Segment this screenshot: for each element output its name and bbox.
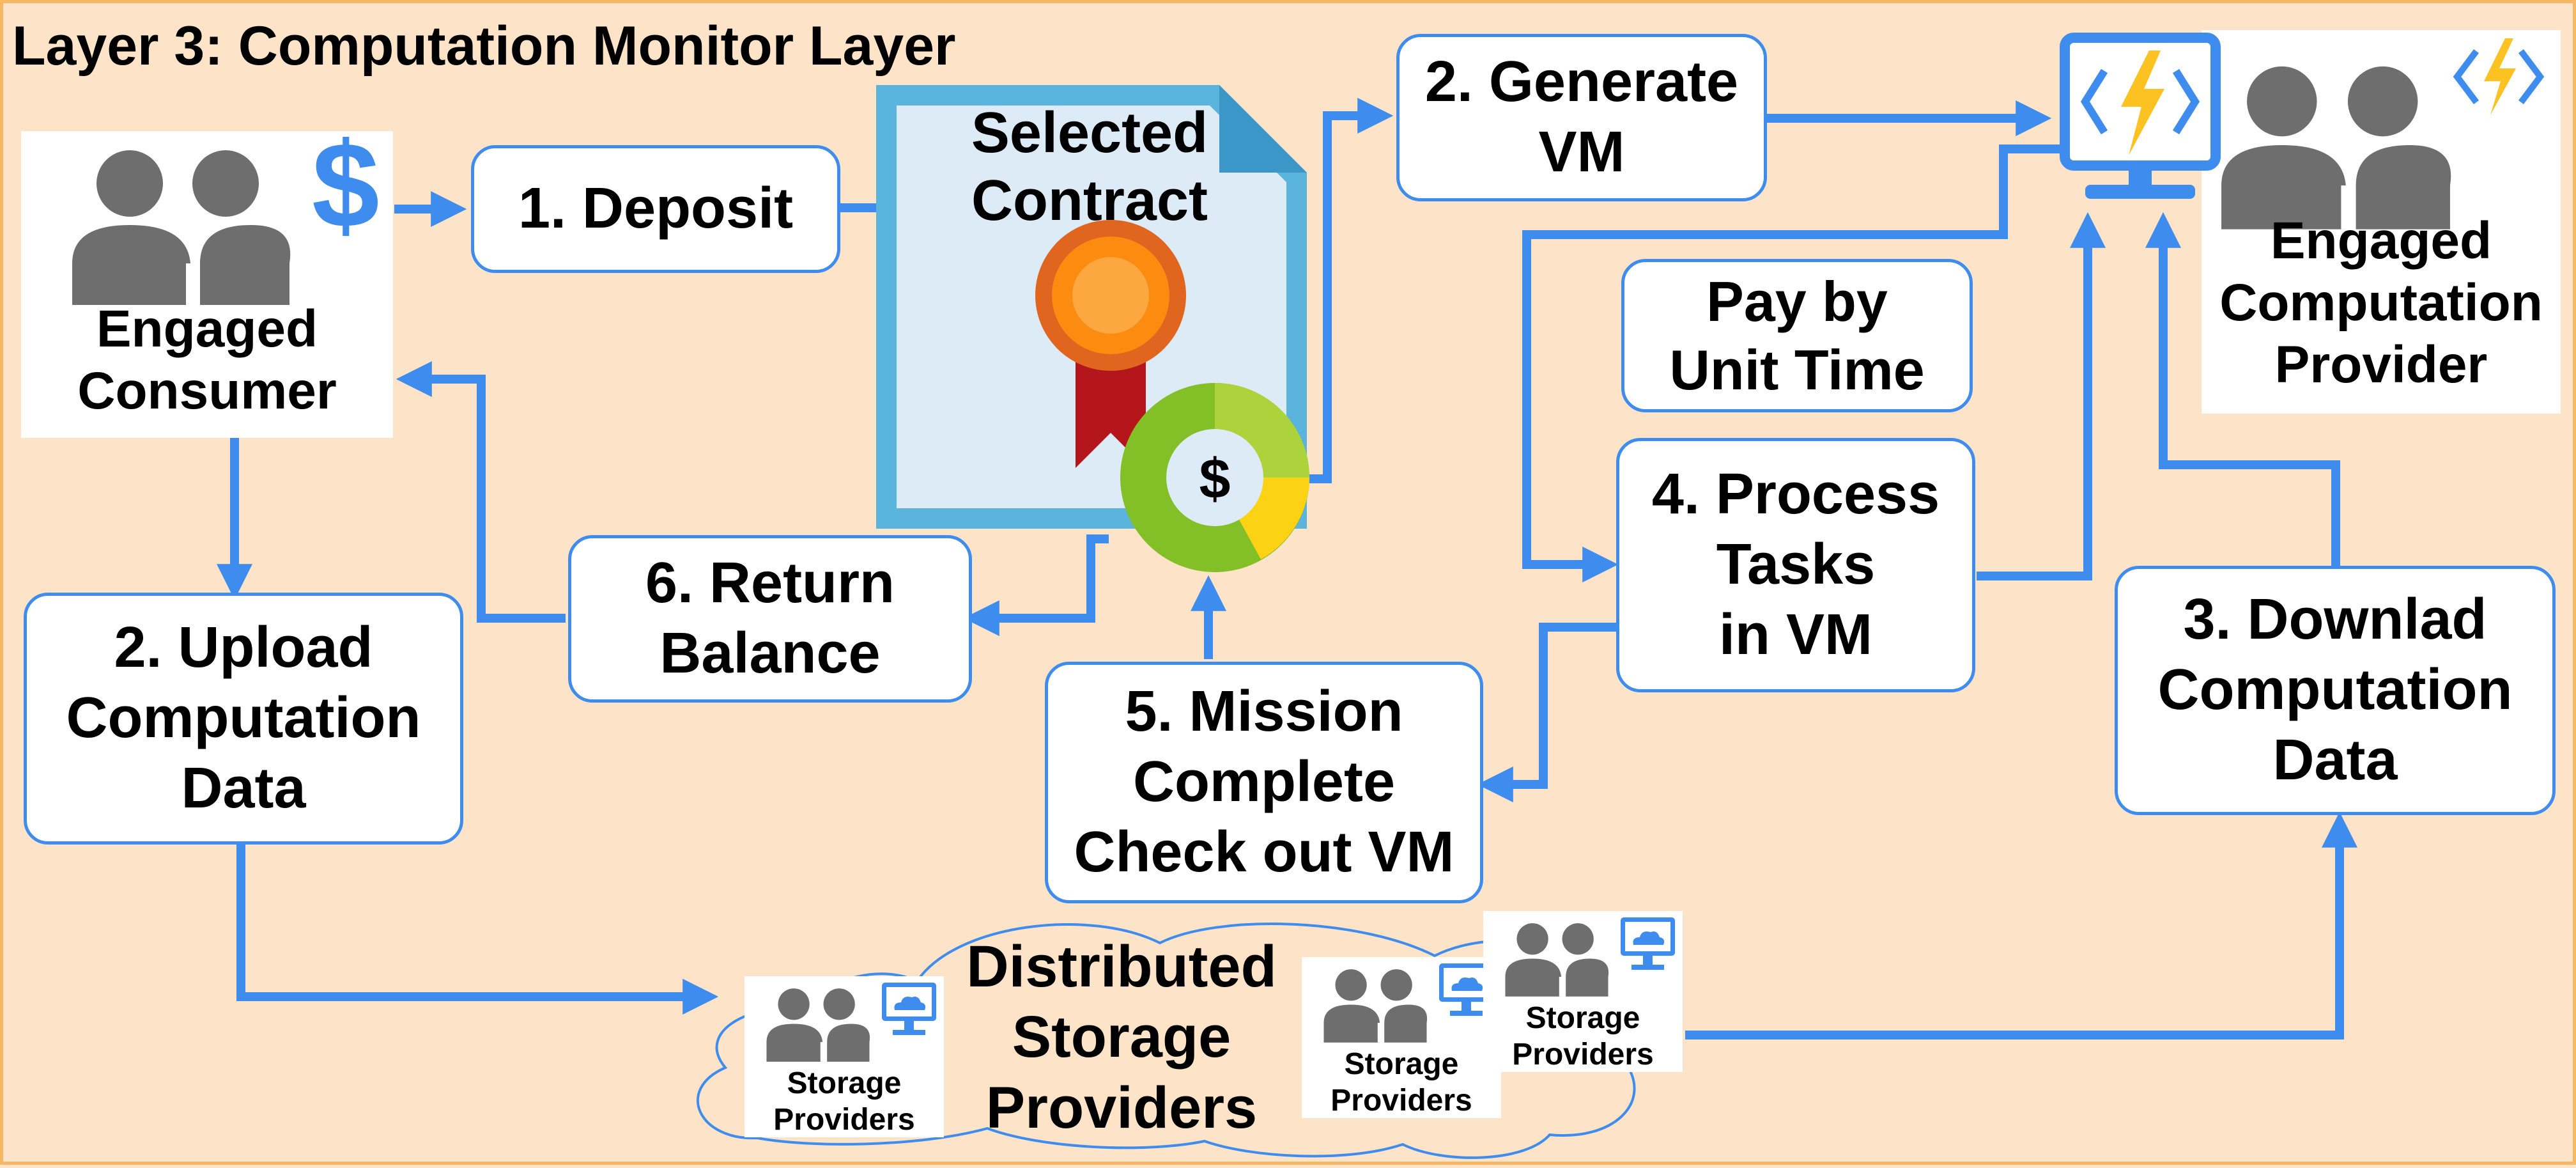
cloud-monitor-icon — [882, 983, 936, 1035]
step-mission-complete-box: 5. Mission Complete Check out VM — [1045, 662, 1483, 903]
arrow-download-to-monitor — [2145, 212, 2340, 566]
engaged-provider-label: Engaged Computation Provider — [2219, 212, 2543, 394]
step-upload-data-box: 2. Upload Computation Data — [24, 593, 463, 845]
cloud-monitor-icon — [1621, 917, 1675, 970]
people-icon — [2221, 66, 2451, 230]
dollar-donut-icon: $ — [1120, 383, 1309, 572]
people-icon — [1505, 923, 1609, 997]
storage-provider-label: Storage Providers — [1512, 1001, 1654, 1071]
diagram-title: Layer 3: Computation Monitor Layer — [12, 15, 956, 77]
people-icon — [1323, 969, 1428, 1043]
award-ribbon-icon — [1035, 220, 1186, 468]
step-generate-vm-box: 2. Generate VM — [1396, 34, 1767, 201]
engaged-consumer-label: Engaged Consumer — [77, 300, 337, 420]
step-return-balance-box: 6. Return Balance — [568, 535, 972, 703]
storage-provider-card: Storage Providers — [744, 976, 944, 1137]
arrow-coin-to-return — [963, 534, 1109, 636]
arrow-upload-to-storage — [236, 845, 719, 1015]
azure-function-monitor-icon — [2060, 33, 2221, 199]
people-icon — [72, 150, 291, 305]
people-icon — [766, 988, 870, 1062]
azure-function-icon — [2453, 38, 2545, 115]
step-pay-by-unit-time-box: Pay by Unit Time — [1621, 259, 1973, 412]
contract-title: Selected Contract — [971, 101, 1208, 233]
step-download-data-box: 3. Downlad Computation Data — [2115, 566, 2556, 815]
coin-dollar-symbol: $ — [1199, 447, 1231, 510]
arrow-return-to-consumer — [396, 361, 566, 623]
engaged-consumer-card: $ Engaged Consumer — [21, 125, 393, 438]
cloud-monitor-icon — [1439, 963, 1493, 1016]
storage-provider-card: Storage Providers — [1483, 911, 1683, 1072]
storage-provider-label: Storage Providers — [773, 1066, 915, 1137]
engaged-provider-card: Engaged Computation Provider — [2202, 30, 2561, 414]
connector-layer — [217, 98, 2357, 1159]
storage-provider-label: Storage Providers — [1330, 1047, 1472, 1117]
step-deposit-box: 1. Deposit — [471, 145, 840, 273]
arrow-storage-to-download — [1685, 811, 2357, 1040]
arrow-process-to-monitor — [1977, 212, 2106, 580]
step-process-tasks-box: 4. Process Tasks in VM — [1616, 438, 1975, 692]
dollar-icon: $ — [312, 118, 380, 253]
arrow-process-to-mission — [1477, 623, 1616, 802]
arrow-coin-to-generate-vm — [1302, 98, 1394, 483]
arrow-monitor-to-process — [1522, 144, 2099, 582]
storage-cloud-label: Distributed Storage Providers — [966, 934, 1277, 1141]
storage-provider-card: Storage Providers — [1302, 957, 1501, 1118]
